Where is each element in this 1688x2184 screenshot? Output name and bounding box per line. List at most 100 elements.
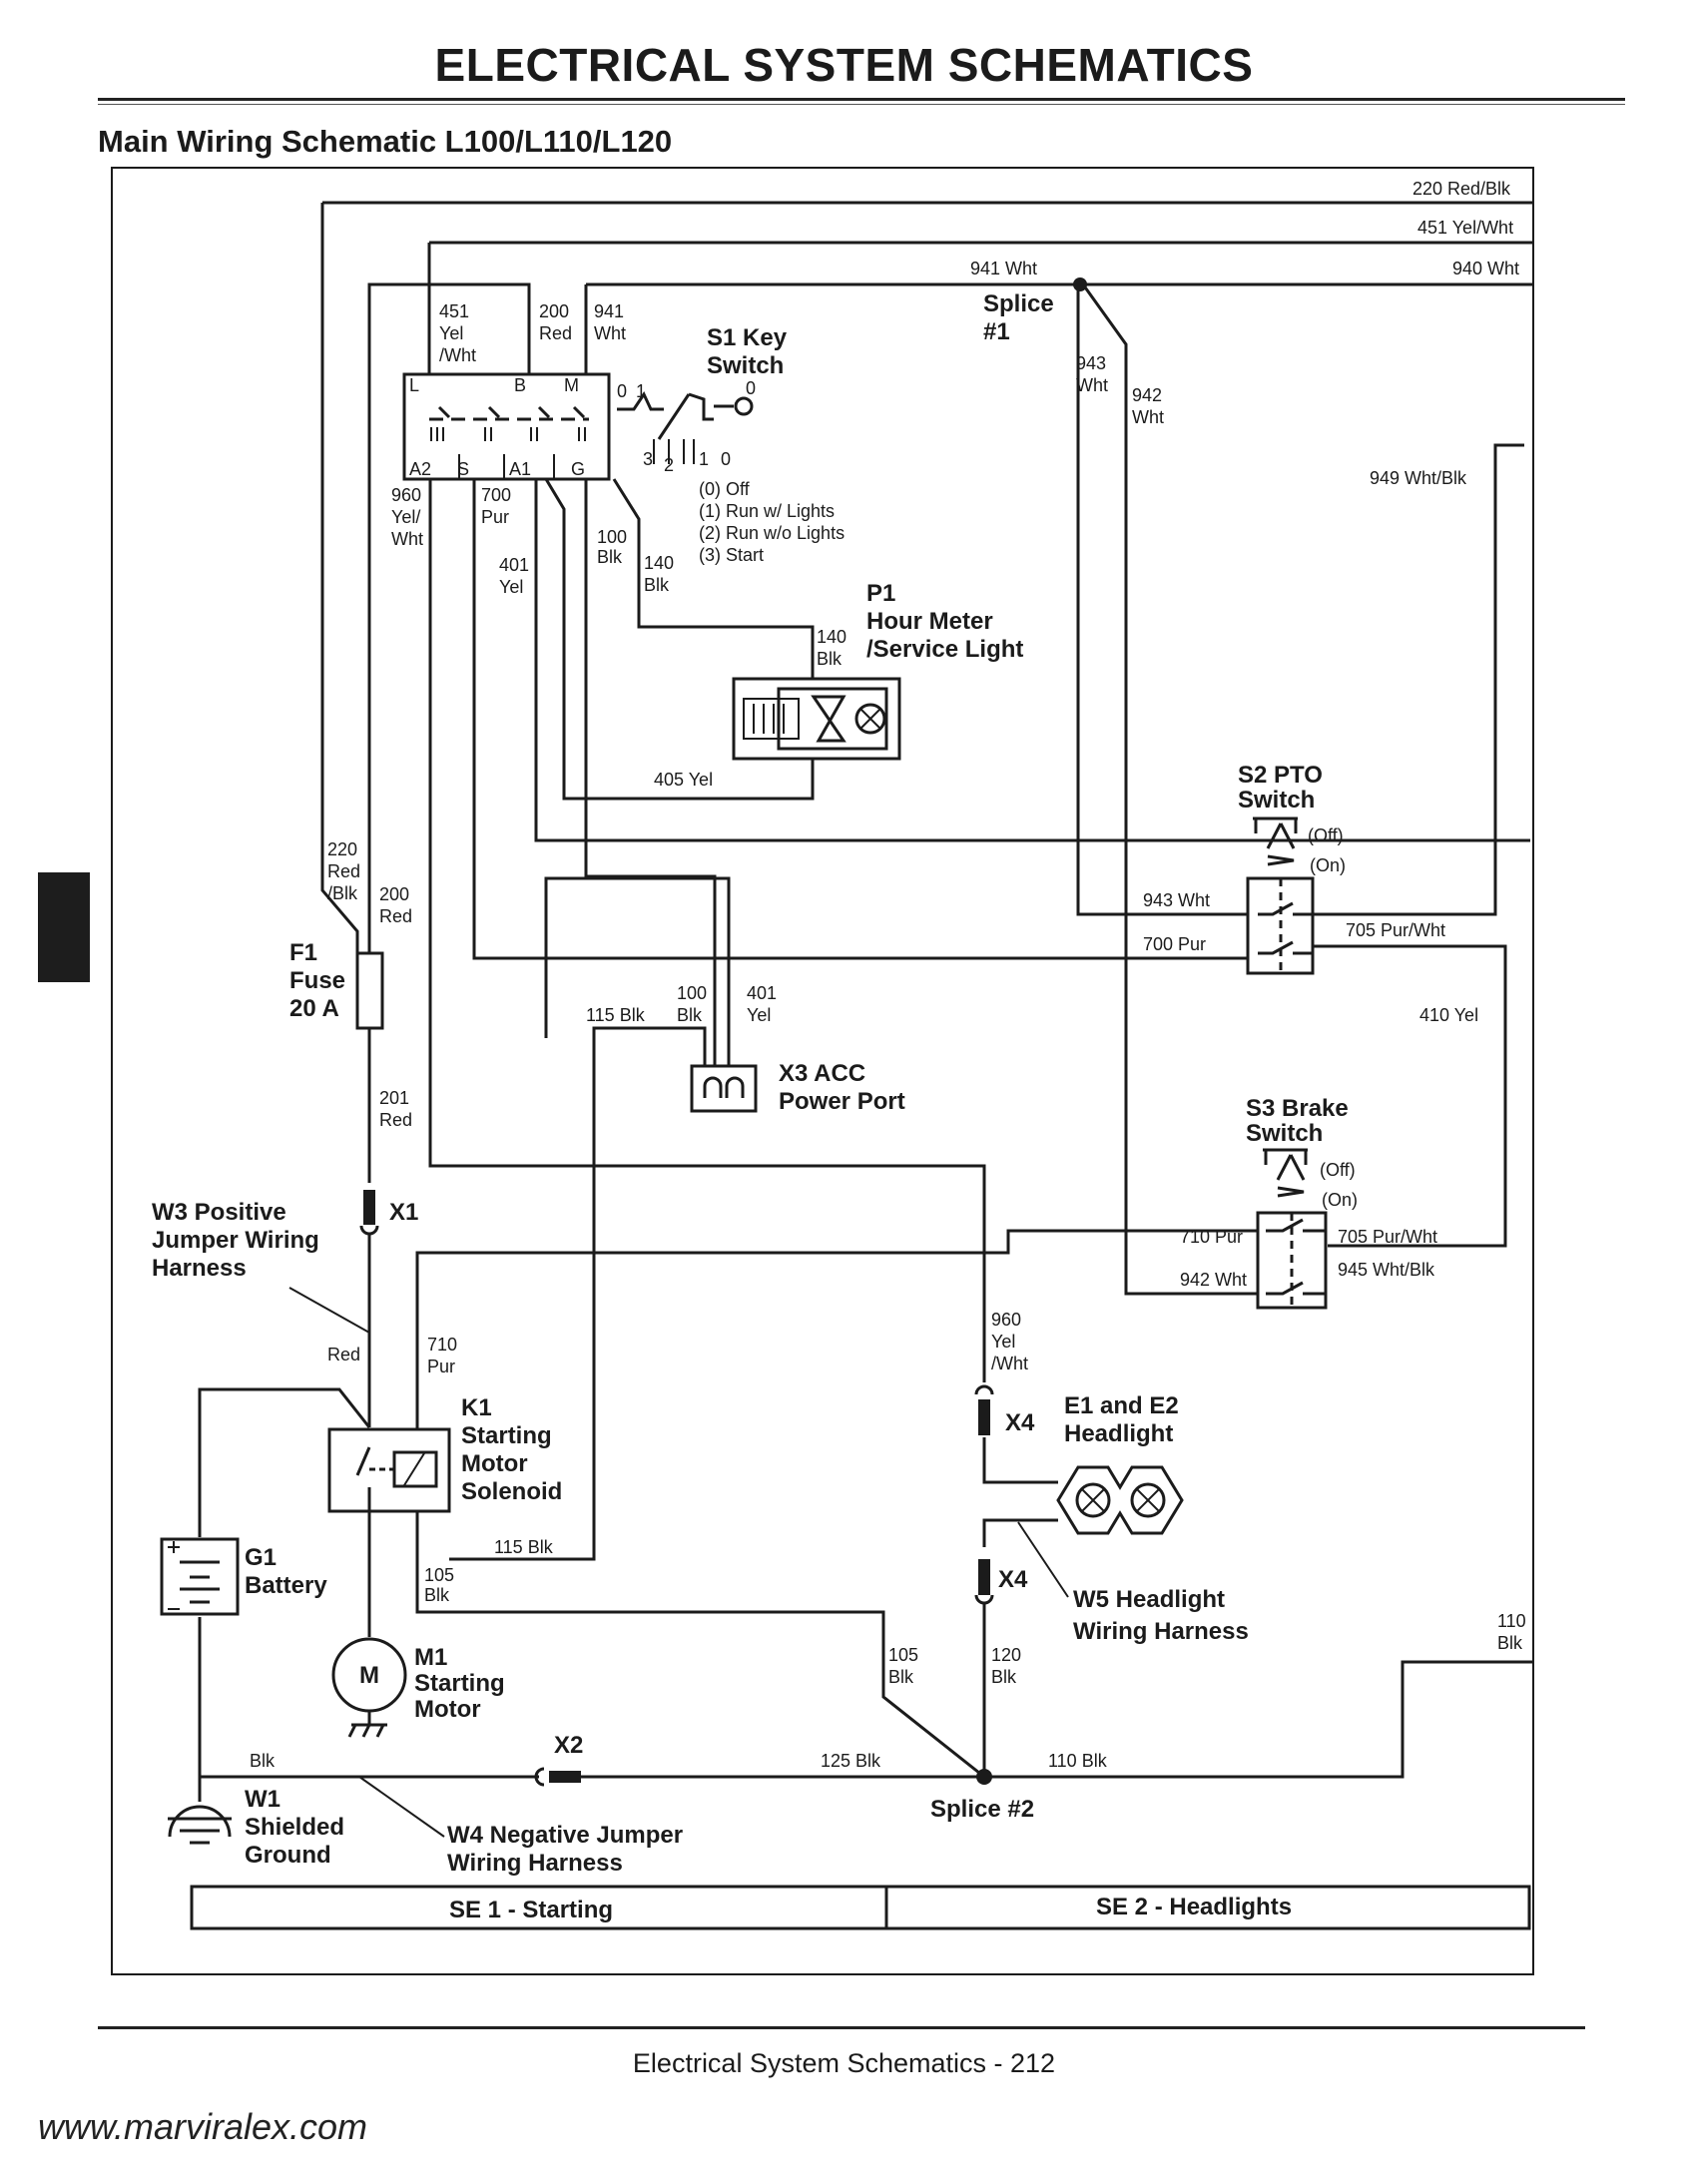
s1-pos-2: 2: [664, 455, 674, 475]
wires: [198, 201, 1533, 1838]
connector-x4-bottom: [974, 1559, 994, 1605]
w4-name-b: Wiring Harness: [447, 1850, 623, 1877]
label-105b-a: 105: [888, 1645, 918, 1665]
x4-top-name: X4: [1005, 1409, 1035, 1436]
label-blk: Blk: [250, 1751, 276, 1771]
solenoid-k1: [327, 1427, 451, 1513]
wire-140: [612, 478, 815, 679]
label-941-top: 941 Wht: [970, 259, 1037, 278]
w5-name-b: Wiring Harness: [1073, 1618, 1249, 1645]
battery-g1: [160, 1537, 240, 1616]
s2-name-a: S2 PTO: [1238, 762, 1323, 789]
label-960h-a: 960: [991, 1310, 1021, 1330]
label-220-b: Red: [327, 861, 360, 881]
wire-700: [472, 479, 1253, 960]
section-bar: [190, 1885, 1531, 1930]
label-451-b: Yel: [439, 323, 463, 343]
wire-105: [415, 1512, 985, 1779]
label-115-sol: 115 Blk: [494, 1537, 554, 1557]
w3-name-c: Harness: [152, 1255, 247, 1282]
label-710-a: 710: [427, 1335, 457, 1355]
label-960-a: 960: [391, 485, 421, 505]
w4-name-a: W4 Negative Jumper: [447, 1822, 683, 1849]
label-220-top: 220 Red/Blk: [1412, 179, 1511, 199]
s1-term-A2: A2: [409, 459, 431, 479]
label-942-a: 942: [1132, 385, 1162, 405]
wire-710: [415, 1229, 1263, 1467]
s1-pos-0: 0: [617, 381, 627, 401]
label-200-b: Red: [539, 323, 572, 343]
label-401acc-b: Yel: [747, 1005, 771, 1025]
label-941-a: 941: [594, 301, 624, 321]
label-140m-a: 140: [817, 627, 846, 647]
label-401acc-a: 401: [747, 983, 777, 1003]
label-960-c: Wht: [391, 529, 423, 549]
label-140-b: Blk: [644, 575, 670, 595]
label-942-b: Wht: [1132, 407, 1164, 427]
s1-term-A1: A1: [509, 459, 531, 479]
s1-term-B: B: [514, 375, 526, 395]
label-200-a: 200: [539, 301, 569, 321]
splice-1-dot: [1073, 277, 1087, 291]
wire-960-hl: [982, 1437, 1058, 1484]
label-451-c: /Wht: [439, 345, 476, 365]
g1-name-a: G1: [245, 1544, 277, 1571]
s3-name-b: Switch: [1246, 1120, 1323, 1147]
label-941-b: Wht: [594, 323, 626, 343]
label-105b-b: Blk: [888, 1667, 914, 1687]
label-451-top: 451 Yel/Wht: [1417, 218, 1513, 238]
k1-name-d: Solenoid: [461, 1478, 562, 1505]
label-100acc-b: Blk: [677, 1005, 703, 1025]
s2-name-b: Switch: [1238, 787, 1315, 814]
m1-name-c: Motor: [414, 1696, 481, 1723]
w3-name-a: W3 Positive: [152, 1199, 286, 1226]
s1-term-M: M: [564, 375, 579, 395]
leader-w3: [288, 1287, 370, 1334]
label-120-b: Blk: [991, 1667, 1017, 1687]
k1-name-b: Starting: [461, 1422, 552, 1449]
s1-pos-0c: 0: [721, 449, 731, 469]
e12-name-b: Headlight: [1064, 1420, 1173, 1447]
w3-name-b: Jumper Wiring: [152, 1227, 319, 1254]
diagram-title: Main Wiring Schematic L100/L110/L120: [98, 124, 673, 159]
label-220-c: /Blk: [327, 883, 358, 903]
label-110r-b: Blk: [1497, 1633, 1523, 1653]
label-943-b: Wht: [1076, 375, 1108, 395]
watermark: www.marviralex.com: [38, 2106, 368, 2147]
s1-opt-0: (0) Off: [699, 479, 751, 499]
connector-x1: [359, 1190, 379, 1236]
section-tab-marker: [38, 872, 90, 982]
g1-name-b: Battery: [245, 1572, 327, 1599]
s3-on: (On): [1322, 1190, 1358, 1210]
e12-name-a: E1 and E2: [1064, 1392, 1179, 1419]
label-105-b: Blk: [424, 1585, 450, 1605]
label-943-a: 943: [1076, 353, 1106, 373]
label-201-a: 201: [379, 1088, 409, 1108]
label-110r-a: 110: [1497, 1611, 1526, 1631]
shielded-ground-w1: [168, 1805, 232, 1845]
s1-pos-1: 1: [636, 381, 646, 401]
w1-name-c: Ground: [245, 1842, 331, 1869]
wire-200: [367, 282, 531, 953]
p1-name-a: P1: [866, 580, 895, 607]
label-705-brake: 705 Pur/Wht: [1338, 1227, 1437, 1247]
wire-115: [449, 1026, 707, 1561]
label-220-a: 220: [327, 839, 357, 859]
s1-pos-0b: 0: [746, 378, 756, 398]
s1-pos-1b: 1: [699, 449, 709, 469]
label-960-b: Yel/: [391, 507, 420, 527]
section-se1: SE 1 - Starting: [449, 1897, 613, 1923]
brake-switch-s3: [1256, 1148, 1328, 1310]
wire-960: [428, 479, 986, 1382]
m1-name-a: M1: [414, 1644, 447, 1671]
footer-rule: [98, 2026, 1585, 2029]
s1-opt-2: (2) Run w/o Lights: [699, 523, 844, 543]
label-140m-b: Blk: [817, 649, 843, 669]
wire-220: [320, 201, 1533, 953]
wire-943: [1076, 284, 1253, 916]
label-700-pto: 700 Pur: [1143, 934, 1206, 954]
label-943-pto: 943 Wht: [1143, 890, 1210, 910]
starting-motor-m1: [331, 1637, 407, 1738]
leader-w5: [1017, 1521, 1069, 1598]
x4-bottom-name: X4: [998, 1566, 1028, 1593]
